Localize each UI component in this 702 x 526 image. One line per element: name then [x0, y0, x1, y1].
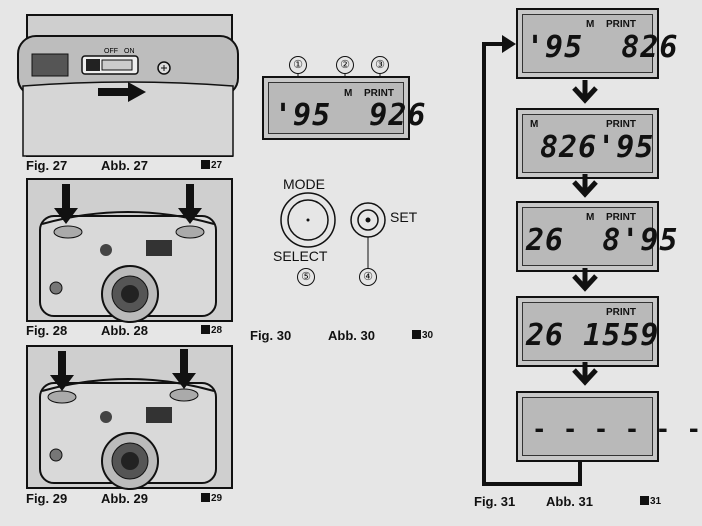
camera-top-illustration: OFF ON [17, 35, 239, 157]
lcd-indicator-print: PRINT [606, 212, 636, 223]
abb29-label: Abb. 29 [101, 491, 148, 506]
arrow-down-icon [572, 268, 598, 292]
arrow-right-icon [98, 82, 146, 102]
lcd-indicator-m: M [530, 119, 539, 130]
switch-on-label: ON [124, 48, 135, 55]
lcd-digits: 26 1559 [526, 318, 660, 353]
fig27-code: 27 [201, 160, 222, 171]
camera-front-illustration [39, 349, 217, 490]
page-marker-icon [640, 496, 649, 505]
callout-4: ④ [359, 268, 377, 286]
set-label: SET [390, 209, 418, 225]
fig28-label: Fig. 28 [26, 323, 68, 338]
fig30-label: Fig. 30 [250, 328, 292, 343]
mode-label: MODE [283, 176, 325, 192]
fig31-display-4: PRINT 26 1559 [516, 296, 659, 367]
arrow-down-icon [572, 174, 598, 198]
fig31-display-2: M PRINT 826'95 [516, 108, 659, 179]
arrow-down-icon [172, 349, 196, 389]
fig29-label: Fig. 29 [26, 491, 68, 506]
mode-select-button[interactable] [278, 190, 338, 250]
arrow-down-icon [50, 351, 74, 391]
arrow-down-icon [178, 184, 202, 224]
select-label: SELECT [273, 248, 328, 264]
lcd-indicator-print: PRINT [606, 119, 636, 130]
set-leader-line [367, 237, 369, 268]
lcd-indicator-m: M [586, 19, 595, 30]
camera-front-illustration [39, 184, 217, 323]
fig31-label: Fig. 31 [474, 494, 516, 509]
page-marker-icon [201, 493, 210, 502]
page-marker-icon [412, 330, 421, 339]
fig27-label: Fig. 27 [26, 158, 68, 173]
fig31-display-3: M PRINT 26 8'95 [516, 201, 678, 272]
fig29-code: 29 [201, 493, 222, 504]
fig27-photo: OFF ON [17, 14, 239, 157]
switch-off-label: OFF [104, 48, 118, 55]
fig28-code: 28 [201, 325, 222, 336]
lcd-digits: '95 826 [526, 30, 679, 65]
lcd-digits: - - - - - - [532, 415, 702, 443]
fig29-photo [26, 345, 233, 490]
callout-3: ③ [371, 56, 389, 74]
fig31-loop-arrow [482, 35, 582, 486]
fig30-lcd-display: M PRINT '95 926 [262, 76, 426, 140]
lcd-digits: 26 8'95 [526, 223, 679, 258]
set-button[interactable] [348, 200, 388, 240]
lcd-indicator-m: M [586, 212, 595, 223]
arrow-down-icon [572, 362, 598, 386]
arrow-right-icon [502, 35, 516, 53]
abb27-label: Abb. 27 [101, 158, 148, 173]
callout-2: ② [336, 56, 354, 74]
abb28-label: Abb. 28 [101, 323, 148, 338]
abb31-label: Abb. 31 [546, 494, 593, 509]
fig31-display-1: M PRINT '95 826 [516, 8, 678, 79]
fig31-code: 31 [640, 496, 661, 507]
page-marker-icon [201, 325, 210, 334]
lcd-indicator-print: PRINT [364, 88, 394, 99]
abb30-label: Abb. 30 [328, 328, 375, 343]
lcd-digits: 826'95 [540, 130, 655, 165]
lcd-digits: '95 926 [274, 98, 427, 133]
fig31-display-5: - - - - - - [516, 391, 701, 462]
callout-5: ⑤ [297, 268, 315, 286]
lcd-indicator-print: PRINT [606, 307, 636, 318]
callout-1: ① [289, 56, 307, 74]
arrow-down-icon [572, 80, 598, 104]
arrow-down-icon [54, 184, 78, 224]
lcd-indicator-m: M [344, 88, 353, 99]
page-marker-icon [201, 160, 210, 169]
fig28-photo [26, 178, 233, 323]
lcd-indicator-print: PRINT [606, 19, 636, 30]
fig30-code: 30 [412, 330, 433, 341]
